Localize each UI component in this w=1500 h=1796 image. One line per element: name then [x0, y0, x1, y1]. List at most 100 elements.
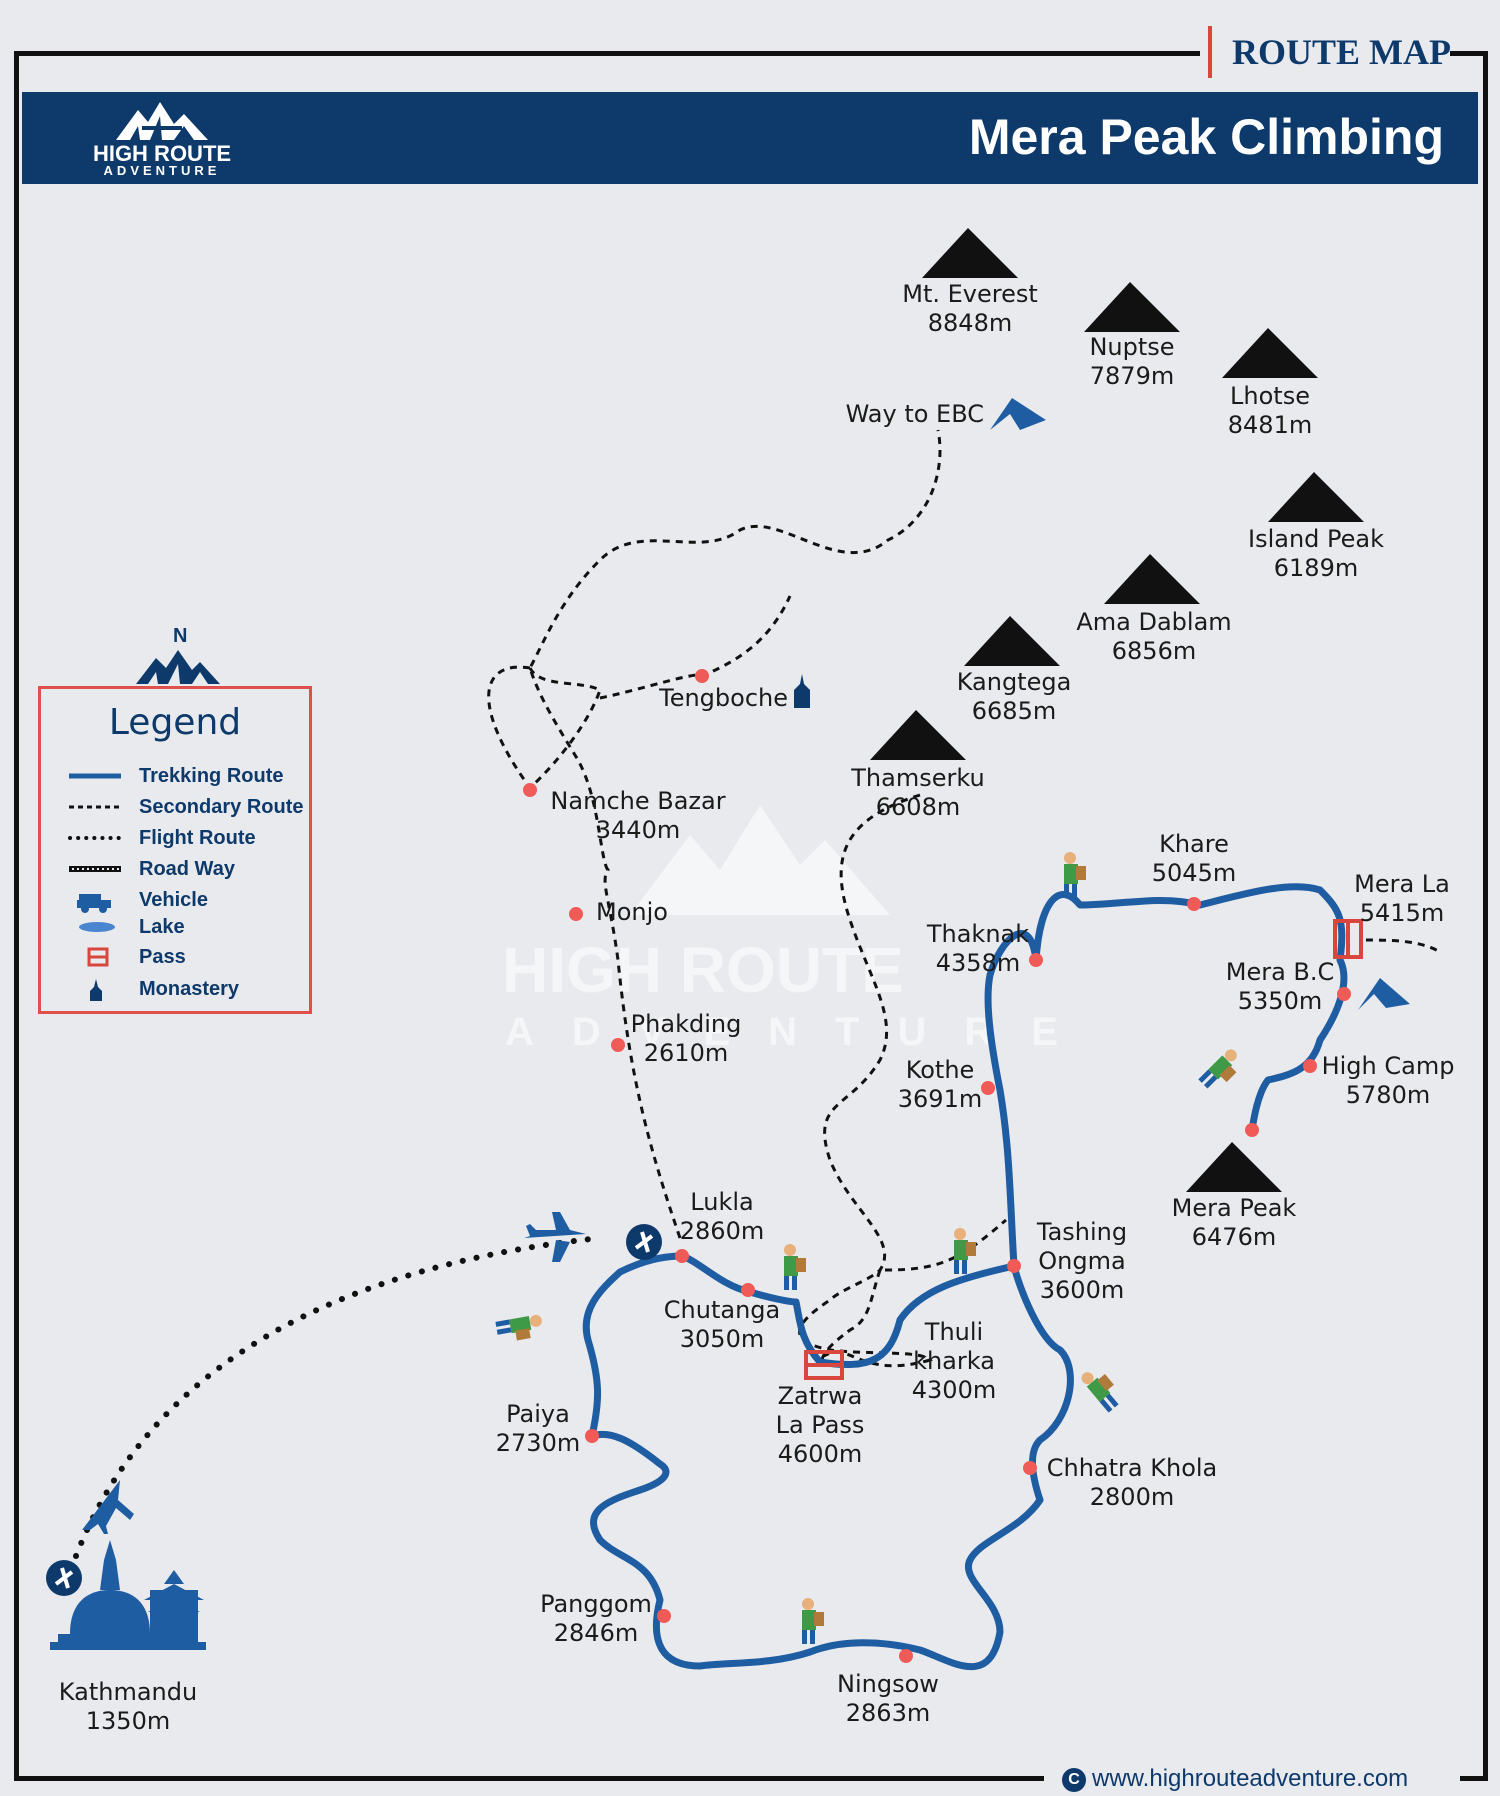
trekker-icon [1198, 1049, 1237, 1089]
mountain-icon-island-peak [1268, 472, 1364, 522]
website-url[interactable]: www.highrouteadventure.com [1092, 1765, 1409, 1792]
stop-marker-thaknak [1029, 953, 1043, 967]
tent-icon-ebc [990, 398, 1046, 430]
plane-icon-lukla [524, 1212, 586, 1262]
logo-text-main: HIGH ROUTE [92, 141, 232, 166]
frame-left-border [14, 51, 19, 1781]
secondary-route-tengboche-loop [487, 665, 602, 791]
secondary-route-tashing [884, 1218, 1007, 1272]
frame-top-border [14, 51, 1200, 56]
tent-icon-mera-bc [1358, 978, 1410, 1010]
stop-marker-high-camp [1303, 1059, 1317, 1073]
stop-marker-tengboche [695, 669, 709, 683]
watermark-logo-icon [630, 805, 890, 915]
legend-item-vehicle: Vehicle [67, 886, 307, 914]
place-label-monjo: Monjo [596, 898, 668, 926]
trekker-icon [1081, 1372, 1119, 1413]
monastery-icon-tengboche [794, 674, 810, 708]
solid-line-icon [69, 773, 121, 779]
company-logo: HIGH ROUTE ADVENTURE [82, 96, 242, 182]
dashed-line-icon [69, 805, 121, 809]
frame-top-border-end [1450, 51, 1488, 56]
legend-item-flight-route: Flight Route [67, 824, 307, 852]
plane-icon-kathmandu [82, 1480, 134, 1534]
stop-markers [523, 669, 1351, 1663]
north-mountain-icon [136, 650, 220, 684]
pass-icon [87, 947, 109, 967]
stop-marker-ningsow [899, 1649, 913, 1663]
place-label-tengboche: Tengboche [659, 684, 788, 712]
jeep-icon [77, 894, 111, 913]
secondary-route-tengboche [599, 595, 792, 700]
mountain-icon-mera-peak [1186, 1142, 1282, 1192]
stop-marker-chutanga [741, 1283, 755, 1297]
stop-marker-paiya [585, 1429, 599, 1443]
mountain-icon-thamserku [870, 710, 966, 760]
title-banner: HIGH ROUTE ADVENTURE Mera Peak Climbing [22, 92, 1478, 184]
trekker-icons [495, 852, 1237, 1644]
stop-marker-mera-peak [1245, 1123, 1259, 1137]
road-icon [69, 866, 121, 872]
logo-text-sub: ADVENTURE [103, 163, 221, 178]
mountain-icon-everest [922, 228, 1018, 278]
legend-box: Legend Trekking Route Secondary Route Fl… [38, 686, 312, 1014]
stop-marker-chhatra [1023, 1461, 1037, 1475]
page-title: Mera Peak Climbing [968, 109, 1444, 165]
stop-marker-kothe [981, 1081, 995, 1095]
stop-marker-phakding [611, 1038, 625, 1052]
lake-icon [79, 922, 115, 932]
secondary-route-ebc [528, 429, 942, 1239]
frame-right-border [1483, 51, 1488, 1781]
watermark-text-main: HIGH ROUTE [502, 934, 904, 1006]
mountain-icon-kangtega [964, 616, 1060, 666]
legend-item-lake: Lake [67, 913, 307, 941]
mountain-icon-lhotse [1222, 328, 1318, 378]
watermark-text-sub: ADVENTURE [505, 1010, 1096, 1054]
trekker-icon [495, 1314, 542, 1341]
mountain-icons [870, 228, 1364, 1192]
secondary-route-thamserku [798, 793, 933, 1368]
mountain-icon-ama-dablam [1104, 554, 1200, 604]
trekker-icon [784, 1244, 806, 1290]
legend-title: Legend [108, 702, 242, 743]
airport-icon-lukla [626, 1224, 662, 1260]
legend-item-secondary-route: Secondary Route [67, 793, 307, 821]
legend-item-road-way: Road Way [67, 855, 307, 883]
stop-marker-monjo [569, 907, 583, 921]
stop-marker-namche [523, 783, 537, 797]
stop-marker-tashing [1007, 1259, 1021, 1273]
copyright-icon: C [1062, 1767, 1086, 1792]
monastery-icon [90, 979, 102, 1001]
stop-marker-panggom [657, 1609, 671, 1623]
pass-icon-zatrwa [804, 1350, 844, 1380]
legend-item-trekking-route: Trekking Route [67, 762, 307, 790]
trekker-icon [1064, 852, 1086, 898]
dotted-line-icon [68, 836, 123, 840]
stop-marker-lukla [675, 1249, 689, 1263]
trekker-icon [954, 1228, 976, 1274]
